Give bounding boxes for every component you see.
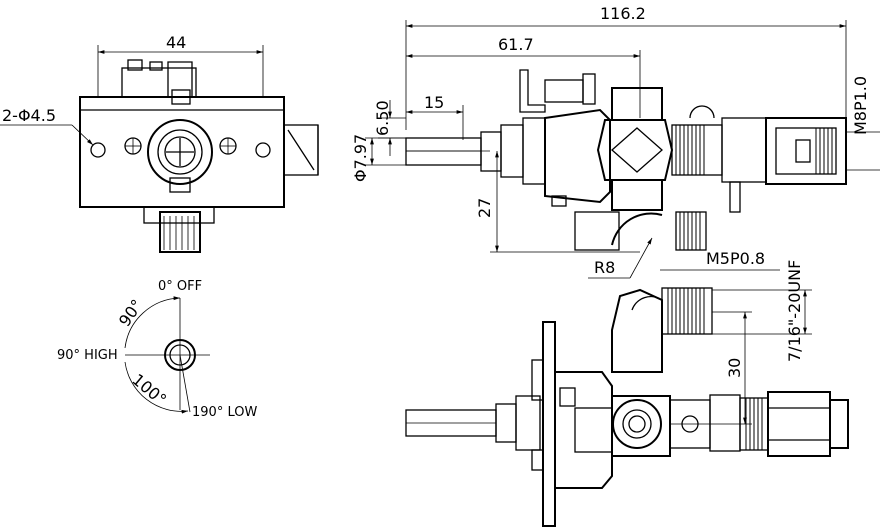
dim-hole: 2-Φ4.5 xyxy=(2,106,56,125)
top-view: 7/16"-20UNF 30 xyxy=(405,260,849,527)
dim-m5: M5P0.8 xyxy=(706,249,765,268)
label-100: 100° xyxy=(128,370,170,409)
label-low: 190° LOW xyxy=(192,405,257,420)
front-view: 44 2-Φ4.5 xyxy=(0,33,319,253)
dim-7-97: Φ7.97 xyxy=(351,134,370,182)
dim-m8: M8P1.0 xyxy=(851,76,870,135)
side-view: 116.2 61.7 15 6.50 Φ7.97 xyxy=(351,4,880,279)
label-off: 0° OFF xyxy=(158,279,202,294)
dim-61: 61.7 xyxy=(498,35,534,54)
rotation-diagram: 0° OFF 90° HIGH 190° LOW 90° 100° xyxy=(57,279,257,420)
mount-hole-right xyxy=(255,142,271,158)
dim-44: 44 xyxy=(166,33,186,52)
dim-30: 30 xyxy=(725,358,744,378)
dim-6-50: 6.50 xyxy=(373,100,392,136)
dim-unf: 7/16"-20UNF xyxy=(785,260,804,362)
dim-27: 27 xyxy=(475,198,494,218)
mount-hole-left xyxy=(90,142,106,158)
dim-r8: R8 xyxy=(594,258,615,277)
label-high: 90° HIGH xyxy=(57,348,118,363)
dim-15: 15 xyxy=(424,93,444,112)
label-90: 90° xyxy=(115,296,147,330)
dim-116: 116.2 xyxy=(600,4,646,23)
